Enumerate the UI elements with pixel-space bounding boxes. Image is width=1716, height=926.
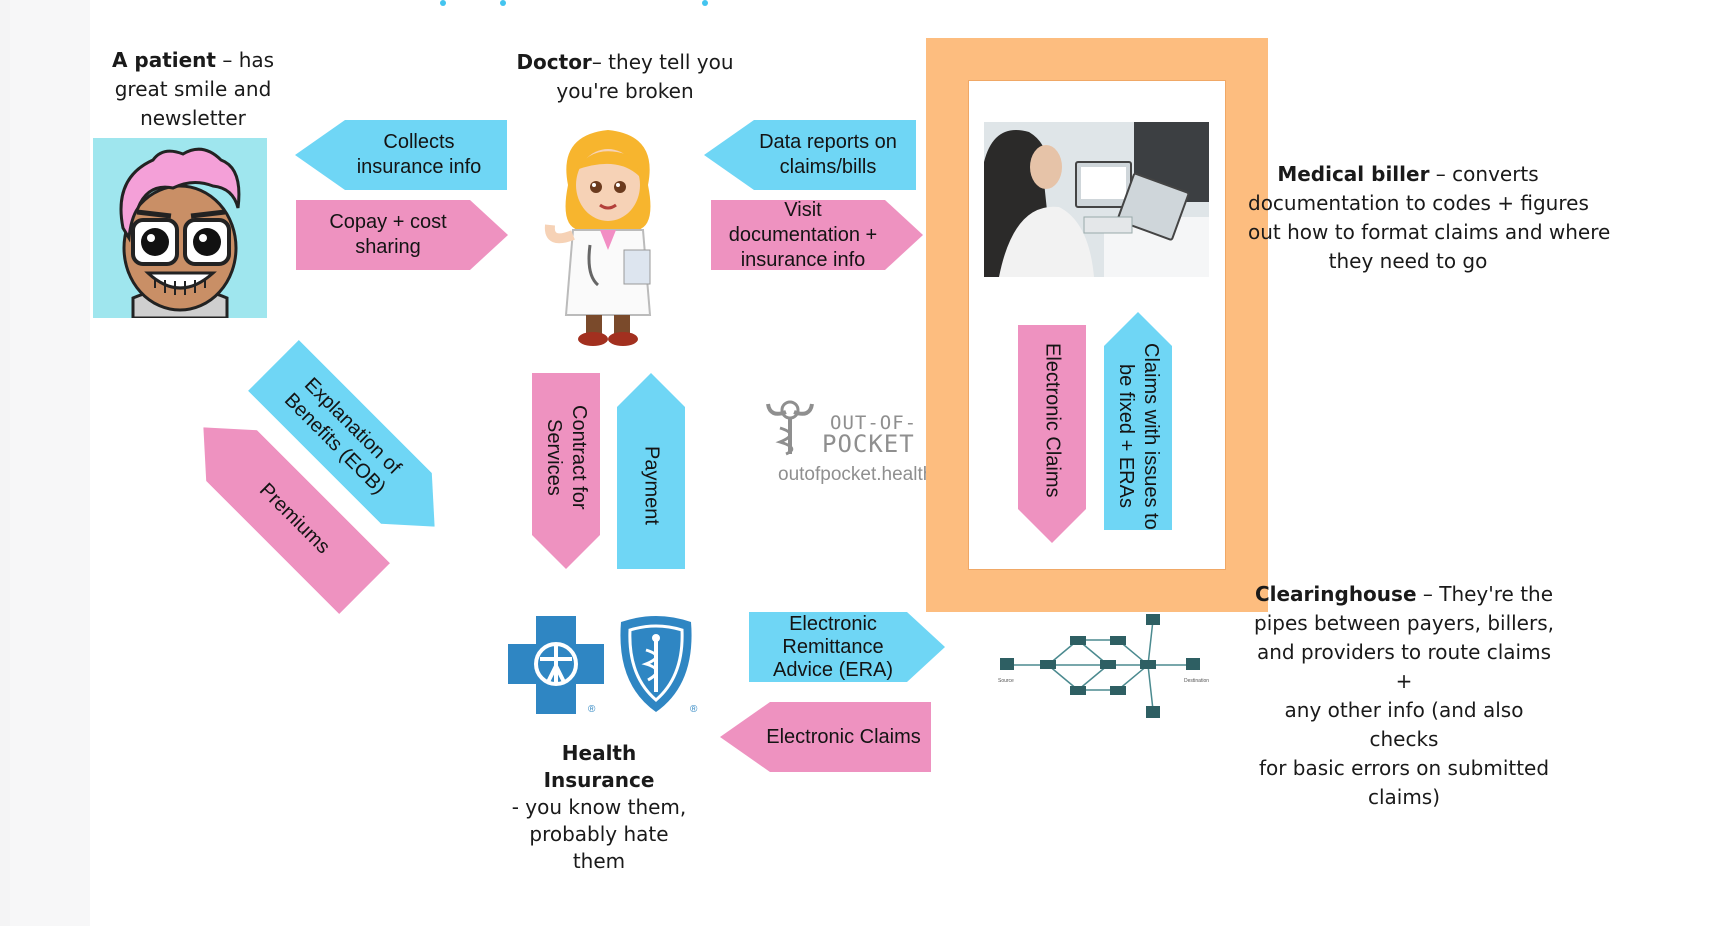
svg-text:®: ® xyxy=(690,704,698,715)
electronic-claims-down-label: Electronic Claims xyxy=(1041,342,1064,498)
clearinghouse-desc-6: claims) xyxy=(1367,785,1441,809)
patient-title: A patient xyxy=(111,48,216,72)
insurance-shield-icon: ® xyxy=(616,614,706,718)
doctor-desc-2: you're broken xyxy=(556,79,694,103)
electronic-claims-down-arrow: Electronic Claims xyxy=(1018,325,1086,543)
electronic-claims-left-arrow: Electronic Claims xyxy=(720,702,931,772)
insurance-desc-3: them xyxy=(572,849,626,873)
patient-caption: A patient – has great smile and newslett… xyxy=(98,46,288,133)
data-reports-label: Data reports on claims/bills xyxy=(759,131,897,178)
biller-caption: Medical biller – converts documentation … xyxy=(1248,160,1610,276)
caduceus-logo-icon xyxy=(766,400,814,456)
contract-services-arrow: Contract for Services xyxy=(532,373,600,569)
doctor-title: Doctor xyxy=(516,50,592,74)
watermark-url: outofpocket.health xyxy=(778,464,934,485)
out-of-pocket-watermark: OUT-OF- POCKET outofpocket.health xyxy=(760,398,934,493)
doctor-desc-1: – they tell you xyxy=(591,50,734,74)
patient-avatar-icon xyxy=(93,138,267,318)
biller-desc-1: – converts xyxy=(1435,162,1539,186)
era-arrow: Electronic Remittance Advice (ERA) xyxy=(749,612,945,682)
watermark-brand-2: POCKET xyxy=(822,430,915,458)
biller-desc-3: out how to format claims and where xyxy=(1248,220,1611,244)
watermark-brand-1: OUT-OF- xyxy=(830,412,918,434)
claims-issues-arrow: Claims with issues to be fixed + ERAs xyxy=(1104,312,1172,530)
biller-photo-icon xyxy=(984,122,1209,277)
era-label: Electronic Remittance Advice (ERA) xyxy=(772,612,894,681)
data-reports-arrow: Data reports on claims/bills xyxy=(704,120,916,190)
patient-desc-1: – has xyxy=(222,48,275,72)
copay-label: Copay + cost sharing xyxy=(329,211,447,258)
copay-arrow: Copay + cost sharing xyxy=(296,200,508,270)
claims-issues-label: Claims with issues to be fixed + ERAs xyxy=(1115,342,1162,530)
clearinghouse-desc-4: any other info (and also checks xyxy=(1284,698,1524,751)
visit-documentation-label: Visit documentation + insurance info xyxy=(728,198,878,271)
insurance-cross-icon: ® xyxy=(506,614,616,718)
insurance-caption: Health Insurance - you know them, probab… xyxy=(504,740,694,875)
diagram-canvas: A patient – has great smile and newslett… xyxy=(10,0,1716,926)
collects-insurance-label: Collects insurance info xyxy=(356,131,482,178)
clearinghouse-caption: Clearinghouse – They're the pipes betwee… xyxy=(1254,580,1554,812)
payment-arrow: Payment xyxy=(617,373,685,569)
payment-label: Payment xyxy=(640,445,663,525)
clearinghouse-desc-5: for basic errors on submitted xyxy=(1258,756,1550,780)
doctor-cartoon-icon xyxy=(538,125,678,350)
clearinghouse-desc-1: – They're the xyxy=(1422,582,1554,606)
top-cut-line xyxy=(440,0,790,6)
collects-insurance-arrow: Collects insurance info xyxy=(295,120,507,190)
patient-desc-3: newsletter xyxy=(140,106,246,130)
visit-documentation-arrow: Visit documentation + insurance info xyxy=(711,200,923,270)
insurance-desc-1: - you know them, xyxy=(511,795,687,819)
biller-desc-2: documentation to codes + figures xyxy=(1248,191,1589,215)
clearinghouse-title: Clearinghouse xyxy=(1254,582,1417,606)
electronic-claims-left-label: Electronic Claims xyxy=(766,725,921,748)
network-diagram-icon: Source Destination xyxy=(988,610,1218,725)
network-dest-label: Destination xyxy=(1184,678,1209,684)
contract-services-label: Contract for Services xyxy=(543,404,590,510)
clearinghouse-desc-3: and providers to route claims + xyxy=(1257,640,1551,693)
left-margin xyxy=(10,0,90,926)
insurance-title: Health Insurance xyxy=(543,741,655,792)
network-source-label: Source xyxy=(998,678,1014,684)
insurance-desc-2: probably hate xyxy=(529,822,669,846)
clearinghouse-desc-2: pipes between payers, billers, xyxy=(1254,611,1554,635)
doctor-caption: Doctor– they tell you you're broken xyxy=(510,48,740,106)
svg-text:®: ® xyxy=(588,704,596,715)
biller-title: Medical biller xyxy=(1277,162,1430,186)
patient-desc-2: great smile and xyxy=(114,77,272,101)
biller-desc-4: they need to go xyxy=(1328,249,1488,273)
premiums-label: Premiums xyxy=(255,478,335,558)
